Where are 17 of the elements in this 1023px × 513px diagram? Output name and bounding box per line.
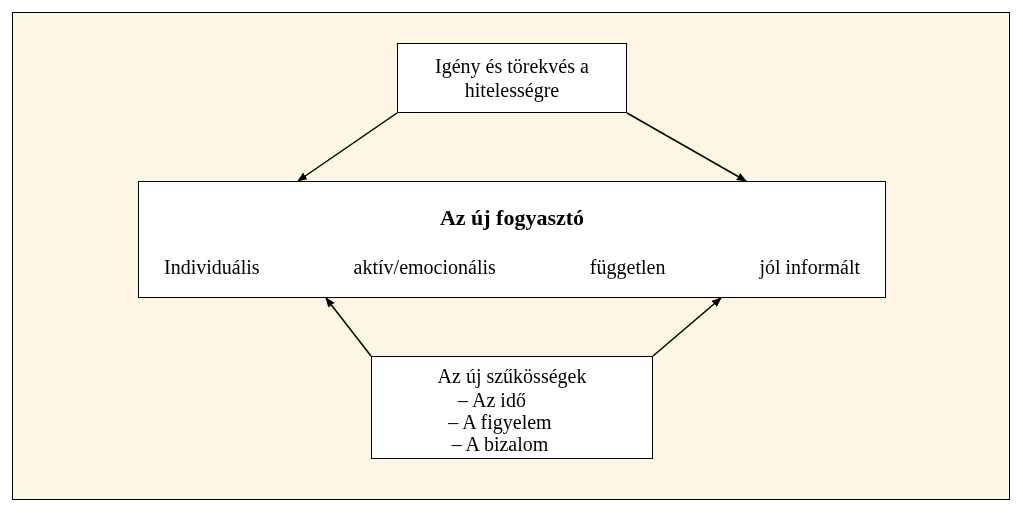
box-heading: Az új szűkösségek	[437, 365, 587, 387]
concept-box	[397, 43, 627, 113]
arrow	[325, 297, 372, 357]
trait-text: független	[589, 255, 666, 281]
concept-box	[371, 356, 653, 459]
trait-text: Individuális	[164, 255, 260, 280]
trait-text: jól informált	[759, 255, 860, 281]
trait-text: aktív/emocionális	[353, 255, 496, 280]
arrow	[652, 297, 722, 357]
list-item: – Az idő	[458, 389, 526, 411]
arrow	[297, 112, 398, 182]
list-item: – A bizalom	[451, 433, 549, 455]
box-heading: Az új fogyasztó	[439, 204, 585, 232]
concept-box	[138, 181, 886, 298]
box-text: Igény és törekvés a hitelességre	[434, 54, 590, 102]
list-item: – A figyelem	[448, 411, 552, 433]
arrow	[626, 112, 747, 182]
